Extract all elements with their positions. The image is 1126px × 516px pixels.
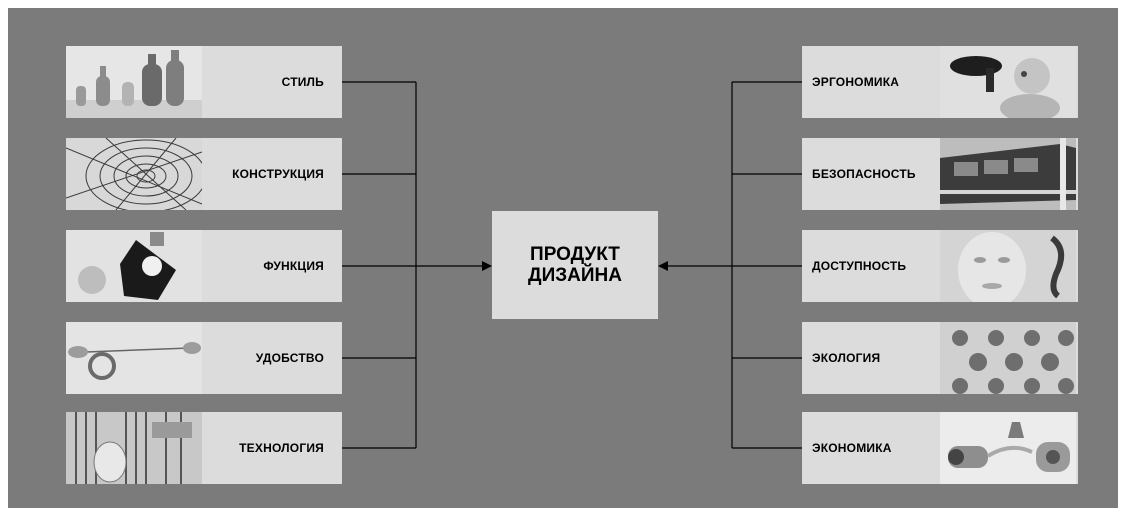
woven-baskets-photo [66,412,202,484]
card-function: ФУНКЦИЯ [66,230,342,302]
card-technology: ТЕХНОЛОГИЯ [66,412,342,484]
label-technology: ТЕХНОЛОГИЯ [239,441,324,455]
card-ergonomics: ЭРГОНОМИКА [802,46,1078,118]
label-function: ФУНКЦИЯ [263,259,324,273]
train-photo [940,138,1076,210]
card-economy: ЭКОНОМИКА [802,412,1078,484]
tape-tool-photo [66,322,202,394]
label-economy: ЭКОНОМИКА [812,441,892,455]
card-comfort: УДОБСТВО [66,322,342,394]
card-safety: БЕЗОПАСНОСТЬ [802,138,1078,210]
label-accessibility: ДОСТУПНОСТЬ [812,259,907,273]
label-ergonomics: ЭРГОНОМИКА [812,75,900,89]
arrowhead-right [658,261,668,271]
vases-photo [66,46,202,118]
center-title: ПРОДУКТ ДИЗАЙНА [528,244,622,286]
arrowhead-left [482,261,492,271]
figure-with-bowl-photo [940,46,1076,118]
card-construction: КОНСТРУКЦИЯ [66,138,342,210]
center-box-product-design: ПРОДУКТ ДИЗАЙНА [492,211,658,319]
label-construction: КОНСТРУКЦИЯ [232,167,324,181]
label-style: СТИЛЬ [281,75,324,89]
face-and-headset-photo [940,230,1076,302]
plugs-photo [940,412,1076,484]
label-safety: БЕЗОПАСНОСТЬ [812,167,916,181]
diagram-canvas: ПРОДУКТ ДИЗАЙНА СТИЛЬ [8,8,1118,508]
card-ecology: ЭКОЛОГИЯ [802,322,1078,394]
egg-carton-photo [940,322,1076,394]
kitchen-scale-photo [66,230,202,302]
card-style: СТИЛЬ [66,46,342,118]
label-comfort: УДОБСТВО [255,351,324,365]
label-ecology: ЭКОЛОГИЯ [812,351,881,365]
connector-lines [342,81,802,449]
card-accessibility: ДОСТУПНОСТЬ [802,230,1078,302]
spiral-tower-photo [66,138,202,210]
